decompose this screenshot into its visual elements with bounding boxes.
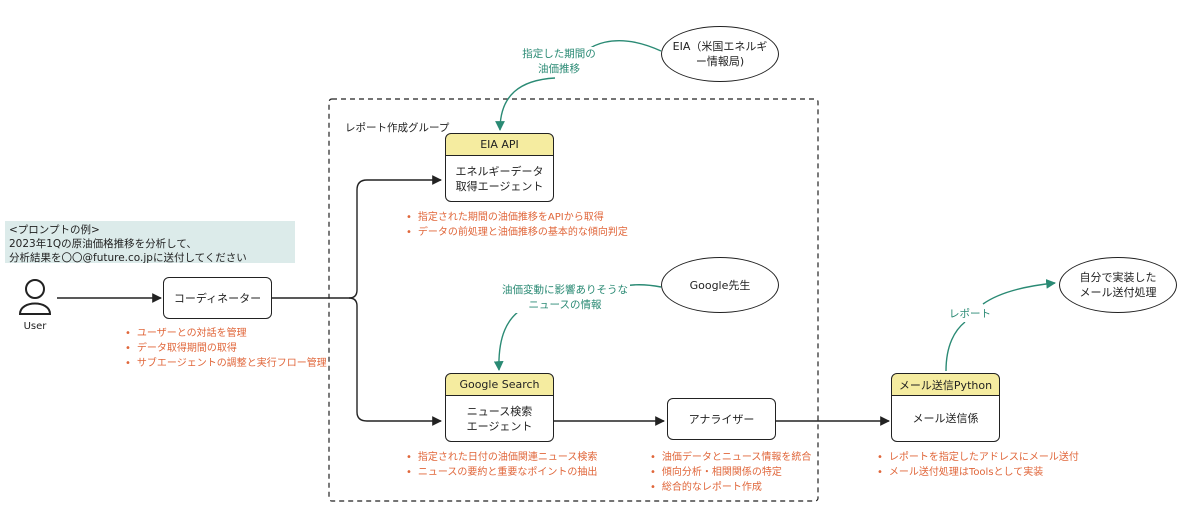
group-boundary xyxy=(328,98,819,502)
edge-mailer-selfmail xyxy=(945,283,1055,372)
coordinator-bullets: ユーザーとの対話を管理 データ取得期間の取得 サブエージェントの調整と実行フロー… xyxy=(125,326,327,371)
news-agent-node[interactable]: ニュース検索 エージェント xyxy=(445,395,554,442)
google-flow-label: 油価変動に影響ありそうな ニュースの情報 xyxy=(500,283,630,313)
report-flow-label: レポート xyxy=(945,307,995,322)
group-label: レポート作成グループ xyxy=(345,122,450,134)
prompt-line1: 2023年1Qの原油価格推移を分析して、 xyxy=(9,238,197,250)
bullet: データの前処理と油価推移の基本的な傾向判定 xyxy=(406,225,628,240)
bullet: ニュースの要約と重要なポイントの抽出 xyxy=(406,465,598,480)
bullet: サブエージェントの調整と実行フロー管理 xyxy=(125,356,327,371)
self-mail-node[interactable]: 自分で実装した メール送付処理 xyxy=(1059,257,1177,313)
google-node[interactable]: Google先生 xyxy=(661,257,779,313)
eia-flow-label: 指定した期間の 油価推移 xyxy=(518,47,600,77)
mailer-tag: メール送信Python xyxy=(891,373,1000,396)
mailer-node[interactable]: メール送信係 xyxy=(891,395,1000,442)
bullet: 総合的なレポート作成 xyxy=(650,480,811,495)
bullet: 傾向分析・相関関係の特定 xyxy=(650,465,811,480)
prompt-line2: 分析結果を〇〇@future.co.jpに送付してください xyxy=(9,252,247,264)
prompt-example: <プロンプトの例> 2023年1Qの原油価格推移を分析して、 分析結果を〇〇@f… xyxy=(5,221,295,264)
bullet: 油価データとニュース情報を統合 xyxy=(650,450,812,465)
energy-agent-bullets: 指定された期間の油価推移をAPIから取得 データの前処理と油価推移の基本的な傾向… xyxy=(406,210,628,240)
edge-coordinator-branch xyxy=(272,175,442,299)
news-agent-tag: Google Search xyxy=(445,373,554,396)
energy-agent-node[interactable]: エネルギーデータ 取得エージェント xyxy=(445,155,554,202)
mailer-bullets: レポートを指定したアドレスにメール送付 メール送付処理はToolsとして実装 xyxy=(877,450,1079,480)
bullet: ユーザーとの対話を管理 xyxy=(125,326,327,341)
energy-agent-tag: EIA API xyxy=(445,133,554,156)
prompt-title: <プロンプトの例> xyxy=(9,224,100,236)
eia-node[interactable]: EIA（米国エネルギ ー情報局) xyxy=(661,26,779,82)
edge-coordinator-news xyxy=(348,297,442,426)
bullet: 指定された日付の油価関連ニュース検索 xyxy=(406,450,598,465)
bullet: レポートを指定したアドレスにメール送付 xyxy=(877,450,1079,465)
coordinator-node[interactable]: コーディネーター xyxy=(163,277,272,319)
user-label: User xyxy=(23,321,47,332)
analyzer-bullets: 油価データとニュース情報を統合 傾向分析・相関関係の特定 総合的なレポート作成 xyxy=(650,450,812,495)
analyzer-node[interactable]: アナライザー xyxy=(667,398,776,440)
bullet: データ取得期間の取得 xyxy=(125,341,327,356)
bullet: メール送付処理はToolsとして実装 xyxy=(877,465,1079,480)
user-icon xyxy=(18,279,52,315)
bullet: 指定された期間の油価推移をAPIから取得 xyxy=(406,210,628,225)
news-agent-bullets: 指定された日付の油価関連ニュース検索 ニュースの要約と重要なポイントの抽出 xyxy=(406,450,598,480)
